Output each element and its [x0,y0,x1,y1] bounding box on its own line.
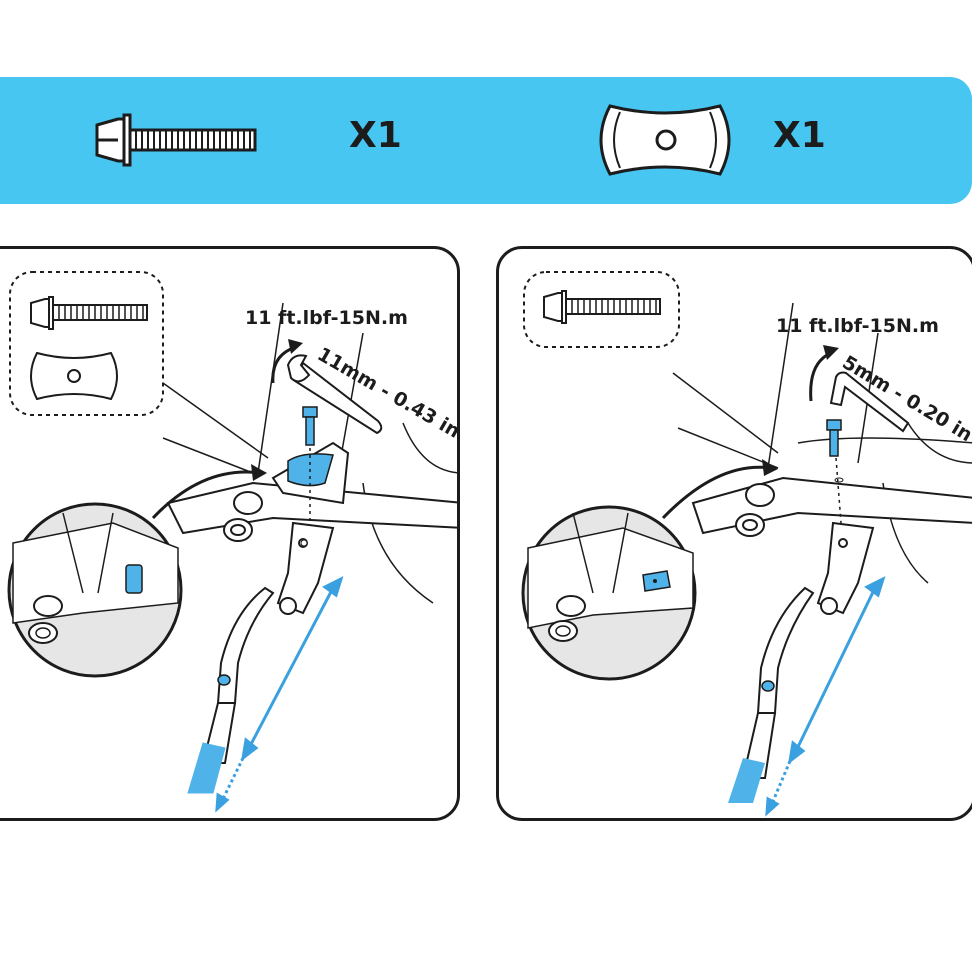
step-2-panel: 11 ft.lbf-15N.m 5mm - 0.20 in [496,246,972,821]
tool-size-label: 5mm - 0.20 in [838,351,972,446]
length-adjust-arrow [215,576,344,813]
bolt-icon [95,113,257,167]
stand-foot [187,742,226,794]
stand-adjust-button [761,680,775,692]
clamp-plate-icon [599,104,731,176]
stand-adjust-button [217,674,231,686]
bolt-quantity: X1 [349,115,402,156]
plate-quantity: X1 [773,115,826,156]
torque-label: 11 ft.lbf-15N.m [245,307,408,329]
parts-inset [9,271,164,416]
parts-inset [523,271,680,348]
stand-foot [728,758,765,803]
torque-label: 11 ft.lbf-15N.m [776,315,939,337]
kickstand [741,521,875,779]
step-1-illustration: 11 ft.lbf-15N.m 11mm - 0.43 in [7,271,457,813]
detail-magnifier [7,502,183,678]
detail-pointer-arrow [661,465,772,520]
bolt-icon [543,290,661,324]
bolt-icon [300,406,318,547]
torque-arrowhead [288,339,303,354]
length-adjust-arrow [765,576,886,817]
wrench-icon [286,354,383,435]
kickstand [201,521,335,764]
detail-magnifier [521,505,697,681]
step-1-panel: 11 ft.lbf-15N.m 11mm - 0.43 in [0,246,460,821]
detail-pointer-arrow [151,470,262,520]
bolt-icon [826,419,844,524]
torque-arrowhead [823,345,839,360]
frame-lines [672,302,972,584]
torque-arrow [809,351,832,402]
bolt-icon [30,296,148,330]
step-2-illustration: 11 ft.lbf-15N.m 5mm - 0.20 in [521,271,972,817]
hex-key-icon [829,371,910,433]
detail-pointer-arrowhead [762,459,778,476]
chainstay [691,476,972,537]
clamp-plate-icon [30,351,118,401]
detail-pointer-arrowhead [251,464,267,481]
